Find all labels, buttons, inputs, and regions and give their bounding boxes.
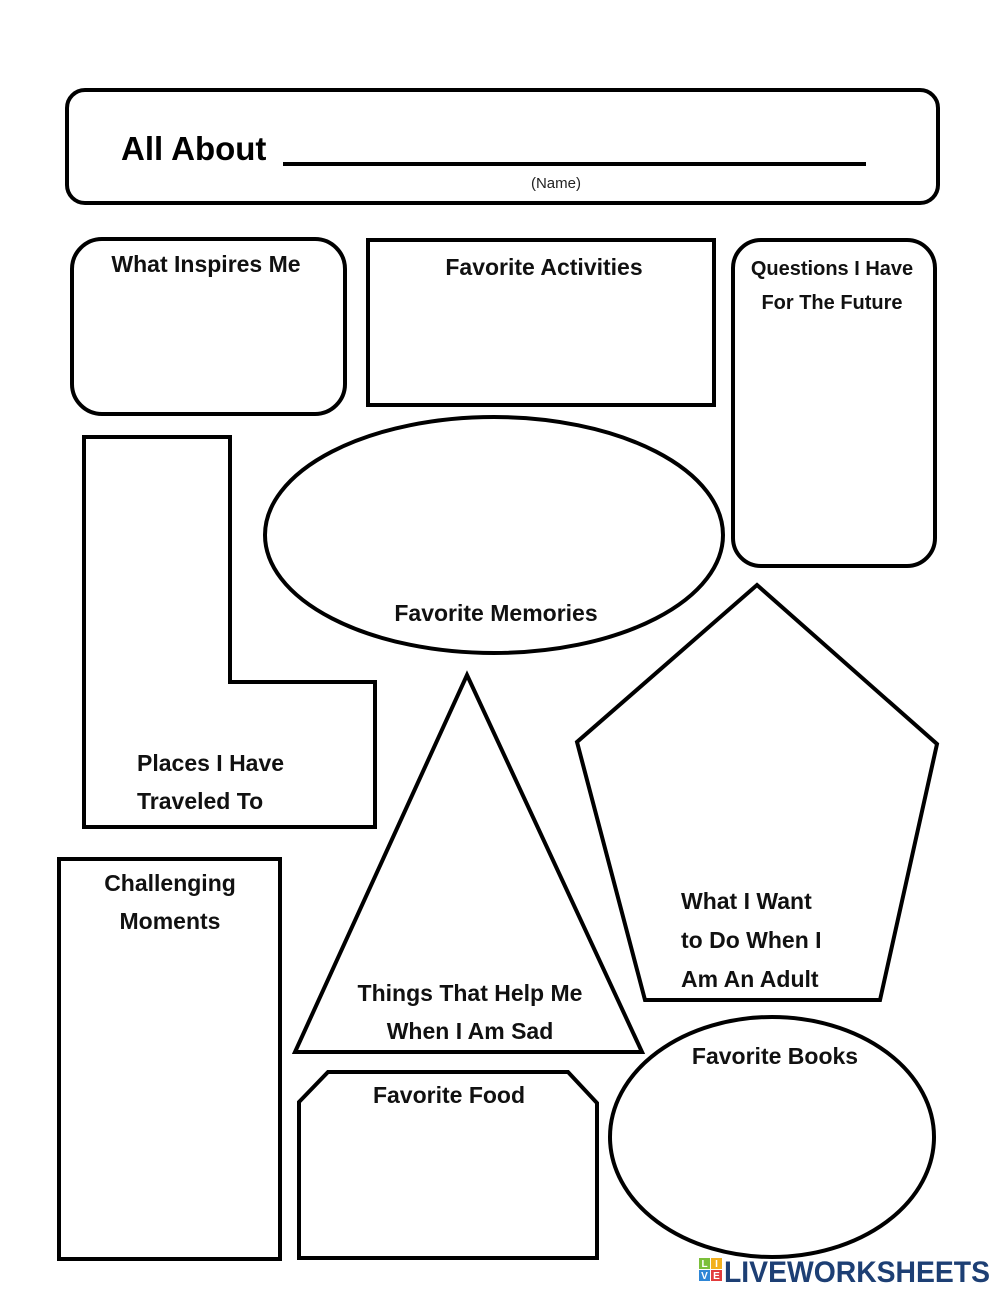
box-favorite-activities[interactable]: Favorite Activities xyxy=(366,238,716,407)
label-line: Traveled To xyxy=(137,788,263,814)
logo-tile: V xyxy=(701,1271,708,1282)
box-questions-future[interactable]: Questions I Have For The Future xyxy=(731,238,937,568)
logo-tile: E xyxy=(713,1271,720,1282)
logo-tile: I xyxy=(715,1259,718,1270)
pentagon-adult-goals[interactable]: What I Want to Do When I Am An Adult xyxy=(574,582,940,1002)
ellipse-favorite-memories[interactable]: Favorite Memories xyxy=(263,415,725,655)
lshape-places-traveled[interactable]: Places I Have Traveled To xyxy=(82,435,377,829)
ellipse-favorite-books[interactable]: Favorite Books xyxy=(608,1015,936,1259)
label-line: For The Future xyxy=(761,292,902,314)
name-caption: (Name) xyxy=(531,175,581,192)
logo-tile: L xyxy=(701,1259,707,1270)
box-challenging-moments[interactable]: Challenging Moments xyxy=(57,857,282,1261)
box-what-inspires-me[interactable]: What Inspires Me xyxy=(70,237,347,416)
label-line: When I Am Sad xyxy=(387,1018,554,1044)
logo-text: LIVEWORKSHEETS xyxy=(724,1256,990,1289)
label-line: Things That Help Me xyxy=(358,980,583,1006)
label: Favorite Food xyxy=(373,1082,525,1108)
label-line: Places I Have xyxy=(137,750,284,776)
label-line: Questions I Have xyxy=(751,258,913,280)
label: Favorite Activities xyxy=(445,254,642,280)
label-line: Moments xyxy=(120,908,221,934)
box-favorite-food[interactable]: Favorite Food xyxy=(297,1070,599,1260)
label: Favorite Books xyxy=(692,1043,858,1069)
label: What Inspires Me xyxy=(111,251,300,277)
label-line: Am An Adult xyxy=(681,966,819,992)
liveworksheets-logo: L I V E LIVEWORKSHEETS xyxy=(699,1256,990,1289)
label-line: What I Want xyxy=(681,888,812,914)
header-box: All About (Name) xyxy=(65,88,940,205)
triangle-help-when-sad[interactable]: Things That Help Me When I Am Sad xyxy=(291,670,646,1054)
label: Favorite Memories xyxy=(394,600,597,626)
label-line: to Do When I xyxy=(681,927,822,953)
page-title: All About xyxy=(121,130,266,167)
label-line: Challenging xyxy=(104,870,236,896)
